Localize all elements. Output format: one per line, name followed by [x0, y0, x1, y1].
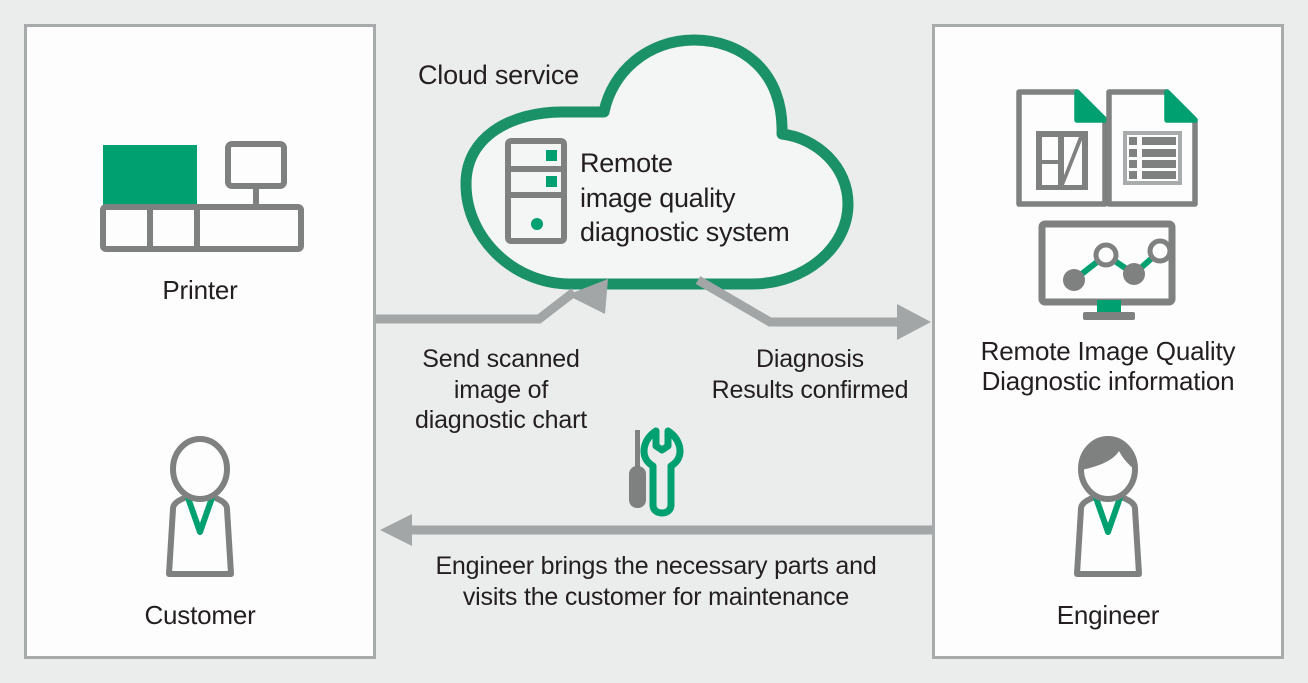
document-chart-icon: [1016, 89, 1108, 207]
cloud-service-title: Cloud service: [418, 60, 579, 90]
tools-icon: [624, 427, 684, 517]
remote-diagnostic-info-label: Remote Image Quality Diagnostic informat…: [980, 336, 1236, 396]
monitor-chart-icon: [1038, 220, 1176, 306]
engineer-label: Engineer: [1056, 600, 1160, 630]
printer-icon: [100, 141, 304, 252]
flow-label-diagnosis-results: Diagnosis Results confirmed: [711, 345, 909, 404]
person-engineer-icon: [1053, 436, 1163, 577]
server-icon: [505, 138, 567, 244]
printer-label: Printer: [162, 275, 238, 305]
person-customer-icon: [145, 436, 255, 577]
flow-label-send-scan: Send scanned image of diagnostic chart: [415, 345, 587, 434]
screwdriver-icon: [629, 430, 646, 508]
document-list-icon: [1106, 89, 1198, 207]
wrench-icon: [640, 427, 684, 517]
monitor-stand-icon: [1083, 300, 1135, 322]
arrow-left-icon: [378, 513, 934, 547]
flow-label-engineer-visit: Engineer brings the necessary parts and …: [435, 552, 877, 611]
documents-and-monitor-icon: [1015, 88, 1201, 308]
cloud-system-label: Remote image quality diagnostic system: [580, 148, 790, 248]
customer-label: Customer: [144, 600, 256, 630]
arrow-up-right-icon: [374, 278, 624, 338]
arrow-down-right-icon: [694, 276, 934, 340]
